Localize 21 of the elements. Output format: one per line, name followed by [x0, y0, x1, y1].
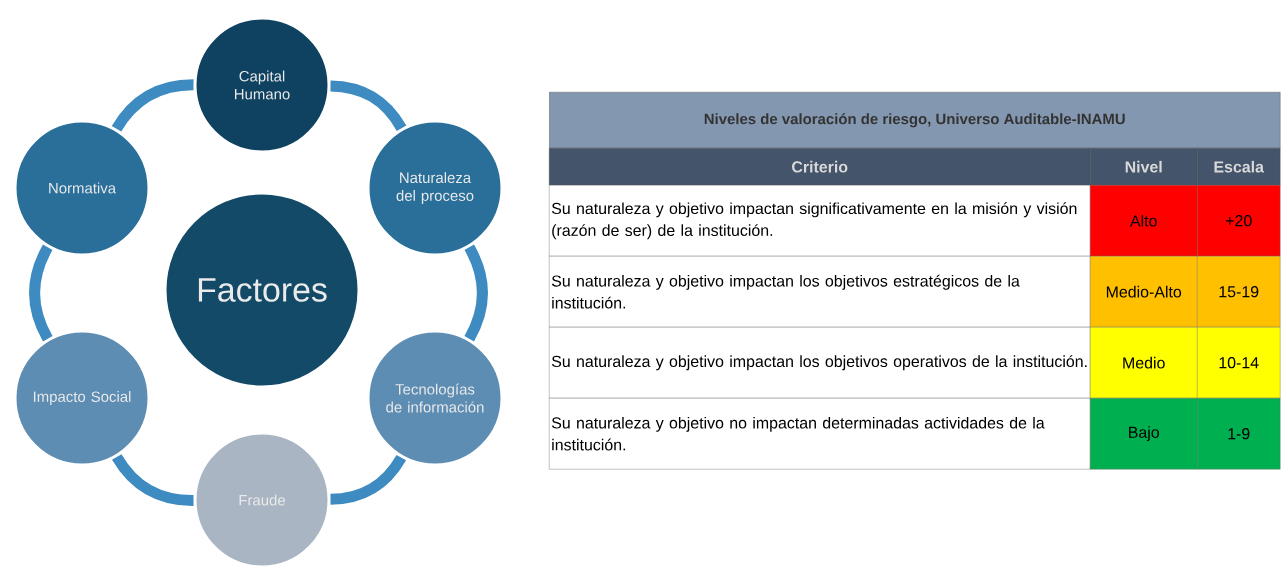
table-cell: Medio — [1090, 327, 1198, 399]
column-header: Nivel — [1090, 148, 1198, 186]
table-title: Niveles de valoración de riesgo, Universo Auditable-INAMU — [549, 92, 1281, 149]
ring-arc — [330, 454, 406, 505]
table-cell: Su naturaleza y objetivo impactan los objetivos estratégicos de la institución. — [549, 256, 1091, 328]
table-cell: 1-9 — [1197, 398, 1281, 470]
ring-arc — [330, 80, 407, 132]
ring-arc — [464, 244, 489, 342]
table-cell: 10-14 — [1197, 327, 1281, 399]
table-cell: 15-19 — [1197, 256, 1281, 328]
ring-arc — [111, 79, 194, 132]
ring-arc — [28, 244, 53, 342]
table-cell: Su naturaleza y objetivo impactan los objetivos operativos de la institución. — [549, 327, 1091, 399]
ring-arc — [112, 454, 194, 507]
table-cell: Su naturaleza y objetivo no impactan determinadas actividades de la institución. — [549, 398, 1091, 470]
table-cell: +20 — [1197, 185, 1281, 257]
table-cell: Medio-Alto — [1090, 256, 1198, 328]
column-header: Escala — [1197, 148, 1281, 186]
table-cell: Bajo — [1090, 398, 1198, 470]
table-cell: Alto — [1090, 185, 1198, 257]
table-cell: Su naturaleza y objetivo impactan significativamente en la misión y visión (razón de ser) de la institución. — [549, 185, 1091, 257]
